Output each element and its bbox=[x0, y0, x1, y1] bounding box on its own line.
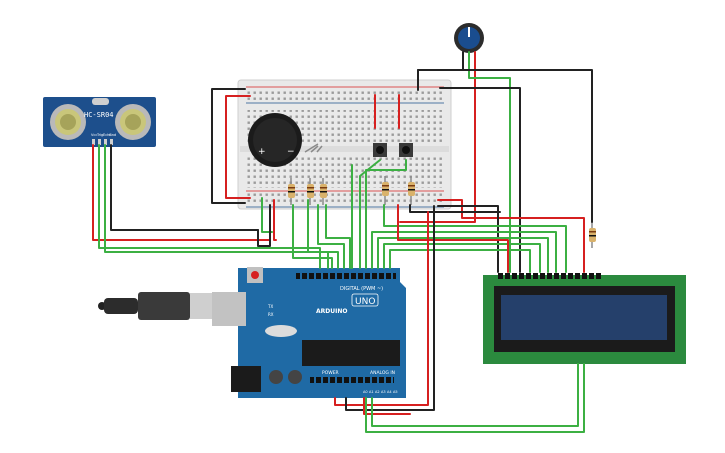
wire-bb-to-lcd-green-d bbox=[383, 243, 541, 273]
usb-cable bbox=[98, 292, 212, 320]
wire-bb-rail-green-left bbox=[261, 197, 273, 233]
wire-bb-green-6 bbox=[359, 159, 381, 269]
sensor-model-label: HC-SR04 bbox=[84, 111, 114, 119]
wire-bb-to-lcd-green-b bbox=[371, 231, 557, 273]
wire-bb-to-lcd-green-e bbox=[389, 249, 531, 273]
wire-sensor-echo bbox=[104, 144, 329, 269]
wire-bb-to-lcd-green-a bbox=[383, 204, 567, 273]
wire-bb-rail-black-left bbox=[257, 204, 271, 247]
arduino-pin-a3: A3 bbox=[381, 390, 386, 394]
wire-bb-to-lcd-red bbox=[397, 204, 509, 273]
wire-bb-to-lcd-green-c bbox=[377, 237, 549, 273]
resistor-4[interactable] bbox=[382, 176, 389, 205]
arduino-pin-a0: A0 bbox=[363, 390, 368, 394]
arduino-rx-label: RX bbox=[268, 312, 274, 317]
wire-bb-left-red bbox=[225, 95, 251, 199]
sensor-pin-trig: Trig bbox=[96, 133, 103, 137]
wire-lcd-bottom-green-1 bbox=[371, 363, 579, 427]
wire-arduino-5v-red bbox=[334, 211, 429, 406]
wire-top-black bbox=[417, 69, 593, 223]
wire-arduino-analog-red bbox=[363, 397, 411, 415]
push-button-2[interactable] bbox=[399, 143, 413, 157]
wire-bb-rail-red-left bbox=[273, 199, 277, 241]
wire-bb-green-3 bbox=[317, 204, 345, 269]
wire-pot-green bbox=[468, 51, 511, 273]
wire-bb-right-red bbox=[437, 199, 585, 273]
potentiometer[interactable] bbox=[454, 23, 484, 53]
sensor-pin-vcc: Vcc bbox=[91, 133, 97, 137]
push-button-1[interactable] bbox=[373, 143, 387, 157]
wire-bb-green-1 bbox=[292, 204, 333, 269]
buzzer-minus-label: − bbox=[287, 147, 295, 157]
resistor-2[interactable] bbox=[307, 178, 314, 205]
wire-sensor-vcc bbox=[92, 144, 271, 241]
wire-bb-green-2 bbox=[307, 199, 339, 269]
arduino-power-label: POWER bbox=[322, 370, 339, 376]
resistor-1[interactable] bbox=[288, 178, 295, 205]
arduino-tx-label: TX bbox=[267, 304, 273, 309]
lcd-display[interactable] bbox=[483, 271, 686, 364]
led-component[interactable] bbox=[304, 143, 323, 153]
resistor-3[interactable] bbox=[320, 178, 327, 205]
wire-pot-red bbox=[399, 51, 476, 223]
arduino-brand-label: ARDUINO bbox=[316, 308, 347, 315]
buzzer[interactable]: + − bbox=[248, 113, 302, 167]
arduino-analog-label: ANALOG IN bbox=[370, 370, 395, 376]
resistor-5[interactable] bbox=[408, 176, 415, 205]
wire-bb-green-4 bbox=[325, 204, 351, 269]
wire-bb-green-7 bbox=[365, 159, 407, 269]
arduino-pin-a1: A1 bbox=[369, 390, 374, 394]
arduino-digital-label: DIGITAL (PWM ~) bbox=[340, 286, 383, 292]
arduino-pin-a5: A5 bbox=[393, 390, 398, 394]
wire-bb-top-right-black bbox=[439, 87, 521, 273]
ultrasonic-sensor[interactable]: HC-SR04 Vcc Trig Echo Gnd bbox=[43, 97, 156, 147]
buzzer-plus-label: + bbox=[258, 147, 266, 157]
resistor-lcd[interactable] bbox=[589, 222, 596, 248]
wire-sensor-gnd bbox=[110, 144, 259, 231]
wire-arduino-gnd-black bbox=[345, 205, 435, 411]
arduino-model-label: UNO bbox=[355, 297, 375, 307]
arduino-pin-a4: A4 bbox=[387, 390, 392, 394]
sensor-pin-gnd: Gnd bbox=[109, 133, 116, 137]
arduino-uno[interactable]: DIGITAL (PWM ~) ARDUINO UNO TX RX POWER … bbox=[212, 267, 406, 398]
wire-lcd-bottom-green-2 bbox=[365, 363, 585, 433]
wire-bb-to-lcd-black bbox=[409, 204, 501, 213]
sensor-pin-echo: Echo bbox=[103, 133, 112, 137]
wire-bb-left-black bbox=[211, 88, 246, 204]
arduino-pin-a2: A2 bbox=[375, 390, 380, 394]
